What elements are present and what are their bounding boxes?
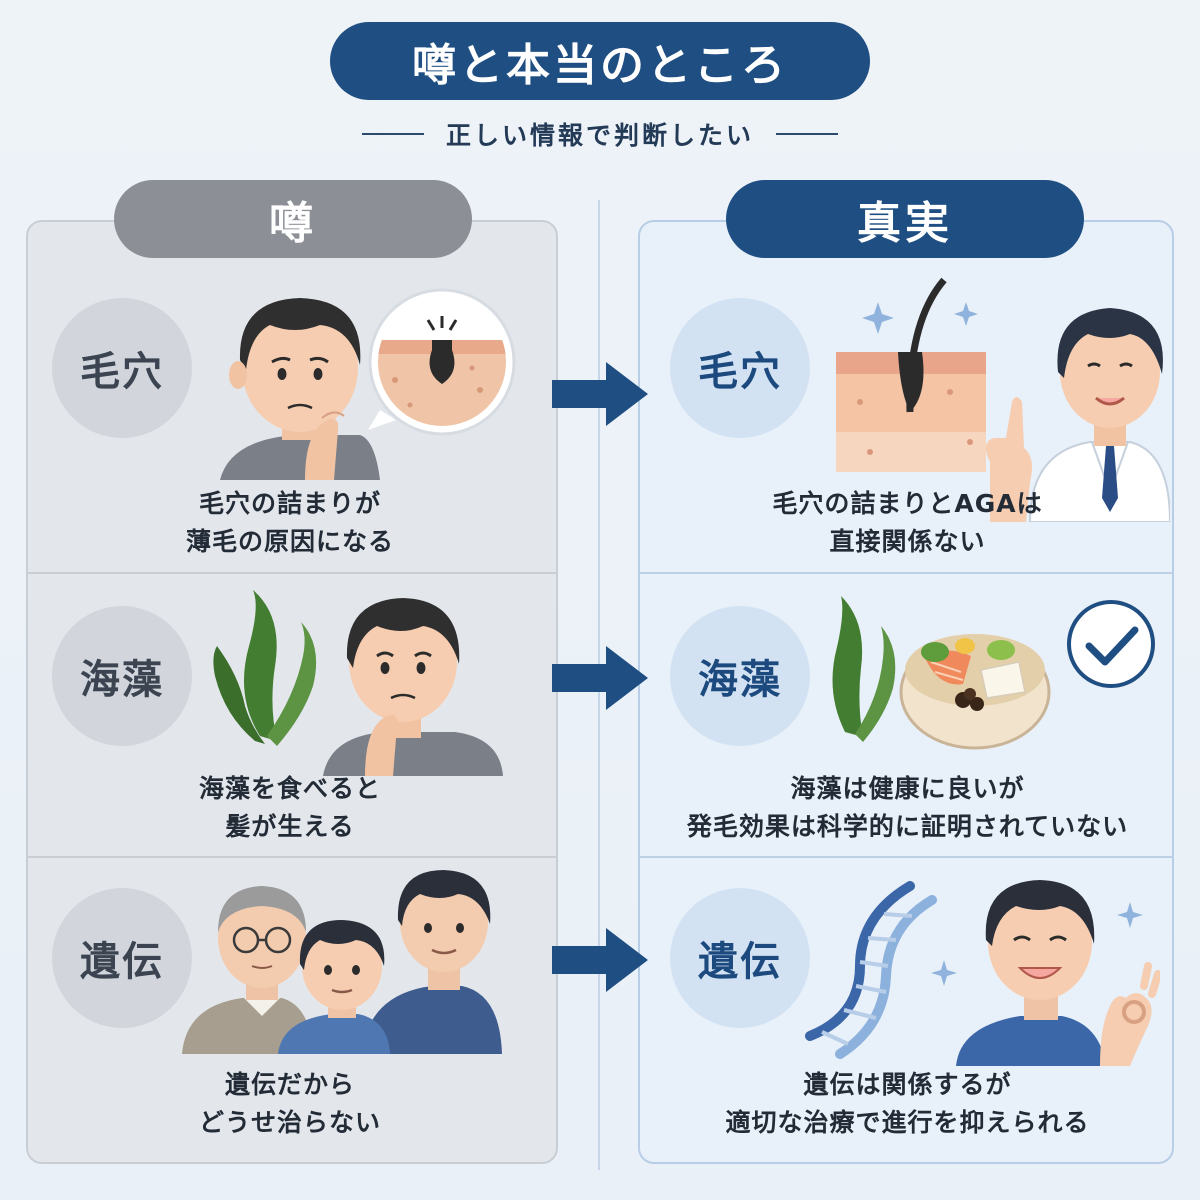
right-arrow-icon — [552, 928, 648, 992]
myth-row-divider — [28, 572, 556, 574]
sparkle-icon — [931, 960, 957, 986]
truth-caption-genetics: 遺伝は関係するが 適切な治療で進行を抑えられる — [645, 1066, 1170, 1142]
caption-line: 海藻は健康に良いが — [790, 774, 1025, 803]
caption-line: どうせ治らない — [198, 1108, 381, 1137]
caption-line: 遺伝だから — [224, 1070, 355, 1099]
family-generations-illustration — [182, 870, 502, 1054]
myth-badge-pores: 毛穴 — [52, 298, 192, 438]
worried-man-illustration — [220, 288, 516, 480]
myth-badge-seaweed: 海藻 — [52, 606, 192, 746]
seaweed-and-healthy-meal-illustration — [832, 596, 1155, 750]
page-title: 噂と本当のところ — [330, 22, 870, 100]
doctor-explaining-illustration — [836, 277, 1170, 522]
truth-row-divider — [640, 572, 1172, 574]
truth-badge-seaweed: 海藻 — [670, 606, 810, 746]
caption-line: 毛穴の詰まりが — [198, 489, 381, 518]
caption-line: 直接関係ない — [829, 527, 986, 556]
myth-header: 噂 — [114, 180, 472, 258]
caption-line: 髪が生える — [225, 812, 355, 841]
dna-helix-icon — [805, 881, 937, 1059]
myth-caption-genetics: 遺伝だから どうせ治らない — [60, 1066, 520, 1142]
caption-line: 発毛効果は科学的に証明されていない — [686, 812, 1129, 841]
caption-line: 薄毛の原因になる — [185, 527, 394, 556]
caption-line: 適切な治療で進行を抑えられる — [725, 1108, 1090, 1137]
right-arrow-icon — [552, 646, 648, 710]
truth-row-divider — [640, 856, 1172, 858]
seaweed-icon — [832, 596, 896, 742]
subtitle-rule-left — [361, 133, 424, 135]
right-arrow-icon — [552, 362, 648, 426]
page-subtitle: 正しい情報で判断したい — [445, 121, 754, 150]
sparkle-icon — [862, 302, 894, 334]
myth-caption-pores: 毛穴の詰まりが 薄毛の原因になる — [60, 485, 520, 561]
check-circle-icon — [1067, 600, 1155, 688]
truth-badge-genetics: 遺伝 — [670, 888, 810, 1028]
seaweed-and-man-illustration — [213, 590, 503, 776]
truth-badge-pores: 毛穴 — [670, 298, 810, 438]
dna-and-smiling-man-illustration — [805, 880, 1160, 1066]
caption-line: 毛穴の詰まりとAGAは — [772, 489, 1043, 518]
subtitle-rule-right — [776, 133, 838, 135]
food-bowl-icon — [899, 634, 1051, 750]
truth-caption-seaweed: 海藻は健康に良いが 発毛効果は科学的に証明されていない — [645, 770, 1170, 846]
subtitle-row: 正しい情報で判断したい — [0, 112, 1200, 156]
caption-line: 遺伝は関係するが — [803, 1070, 1012, 1099]
truth-caption-pores: 毛穴の詰まりとAGAは 直接関係ない — [645, 485, 1170, 561]
myth-caption-seaweed: 海藻を食べると 髪が生える — [60, 770, 520, 846]
truth-header: 真実 — [726, 180, 1084, 258]
myth-badge-genetics: 遺伝 — [52, 888, 192, 1028]
seaweed-icon — [213, 590, 317, 746]
myth-row-divider — [28, 856, 556, 858]
caption-line: 海藻を食べると — [198, 774, 381, 803]
